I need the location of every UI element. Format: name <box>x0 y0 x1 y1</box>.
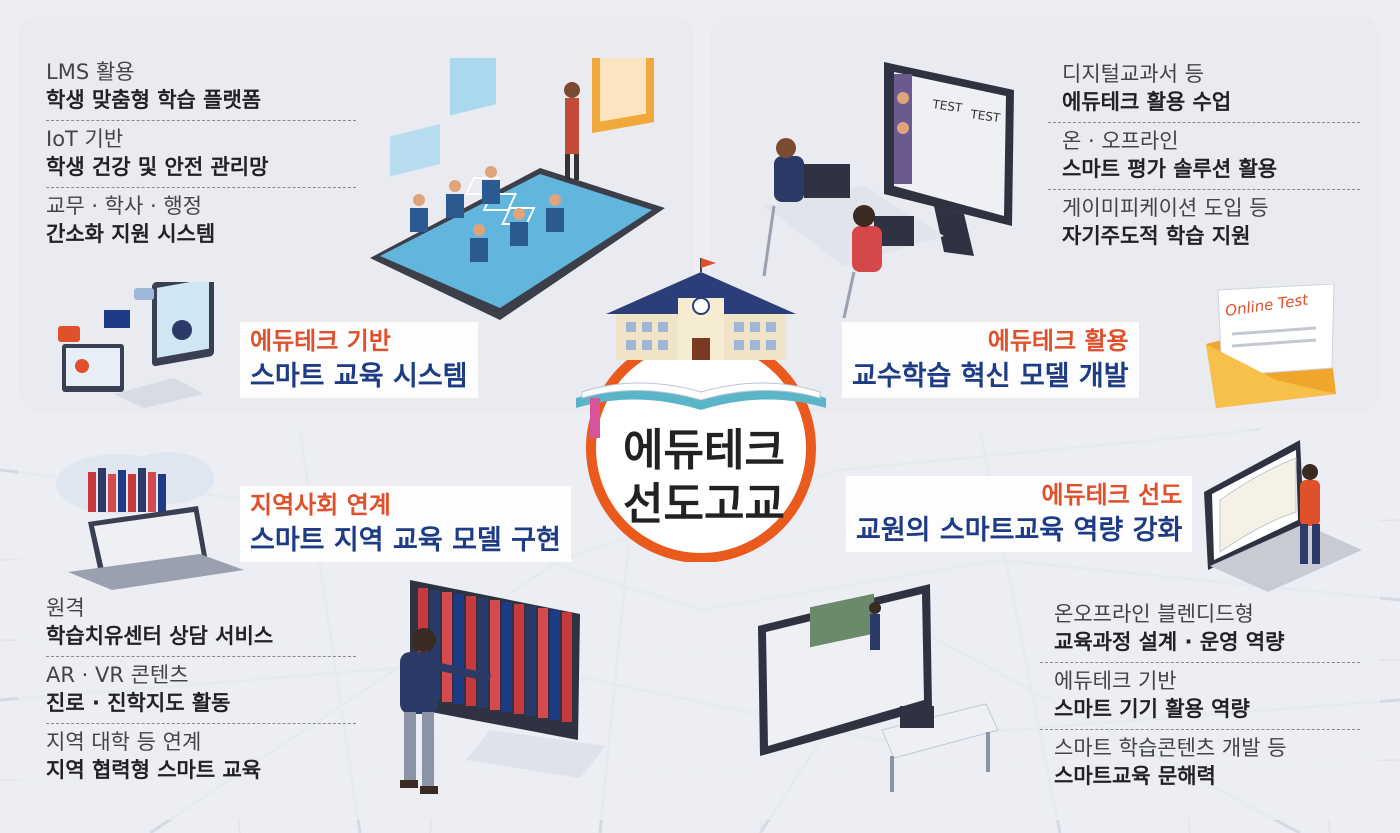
top-left-list: LMS 활용 학생 맞춤형 학습 플랫폼 IoT 기반 학생 건강 및 안전 관… <box>46 54 356 254</box>
title-red: 에듀테크 선도 <box>1041 481 1183 509</box>
item-main: 에듀테크 활용 수업 <box>1062 90 1232 114</box>
title-navy: 스마트 교육 시스템 <box>250 361 468 392</box>
item-sub: 온 · 오프라인 <box>1062 129 1179 153</box>
monitor-test-label-2: TEST <box>969 107 1002 125</box>
bottom-left-title: 지역사회 연계 스마트 지역 교육 모델 구현 <box>240 486 571 562</box>
bookshelf-monitor-icon <box>400 580 606 794</box>
top-right-list: 디지털교과서 등 에듀테크 활용 수업 온 · 오프라인 스마트 평가 솔루션 … <box>1048 56 1360 256</box>
list-item: 원격 학습치유센터 상담 서비스 <box>46 590 356 657</box>
cloud-library-laptop-icon <box>56 452 244 590</box>
center-title: 에듀테크 선도고교 <box>590 424 818 532</box>
title-red: 에듀테크 활용 <box>987 327 1129 355</box>
school-book-emblem-icon <box>576 258 826 562</box>
title-navy: 교원의 스마트교육 역량 강화 <box>856 515 1183 546</box>
bottom-left-list: 원격 학습치유센터 상담 서비스 AR · VR 콘텐츠 진로 · 진학지도 활… <box>46 590 356 790</box>
item-main: 자기주도적 학습 지원 <box>1062 224 1251 248</box>
list-item: 게이미피케이션 도입 등 자기주도적 학습 지원 <box>1048 190 1360 256</box>
tablet-classroom-icon <box>370 58 665 320</box>
list-item: 지역 대학 등 연계 지역 협력형 스마트 교육 <box>46 724 356 790</box>
item-sub: 스마트 학습콘텐츠 개발 등 <box>1054 736 1287 760</box>
title-red: 지역사회 연계 <box>250 491 391 519</box>
list-item: 스마트 학습콘텐츠 개발 등 스마트교육 문해력 <box>1040 730 1360 796</box>
item-main: 학생 건강 및 안전 관리망 <box>46 155 269 179</box>
list-item: 에듀테크 기반 스마트 기기 활용 역량 <box>1040 663 1360 730</box>
item-sub: 디지털교과서 등 <box>1062 62 1204 86</box>
top-right-title: 에듀테크 활용 교수학습 혁신 모델 개발 <box>842 322 1139 398</box>
top-left-title: 에듀테크 기반 스마트 교육 시스템 <box>240 322 478 398</box>
online-test-envelope-icon: Online Test <box>1206 284 1336 408</box>
bottom-right-title: 에듀테크 선도 교원의 스마트교육 역량 강화 <box>846 476 1193 552</box>
item-main: 스마트 평가 솔루션 활용 <box>1062 157 1278 181</box>
title-red: 에듀테크 기반 <box>250 327 391 355</box>
item-sub: AR · VR 콘텐츠 <box>46 663 189 687</box>
item-main: 지역 협력형 스마트 교육 <box>46 758 262 782</box>
item-main: 스마트교육 문해력 <box>1054 764 1216 788</box>
bottom-right-list: 온오프라인 블렌디드형 교육과정 설계 · 운영 역량 에듀테크 기반 스마트 … <box>1040 596 1360 796</box>
center-title-line1: 에듀테크 <box>623 425 785 476</box>
item-sub: 원격 <box>46 596 85 620</box>
list-item: 교무 · 학사 · 행정 간소화 지원 시스템 <box>46 188 356 254</box>
item-sub: 교무 · 학사 · 행정 <box>46 194 202 218</box>
title-navy: 스마트 지역 교육 모델 구현 <box>250 525 561 556</box>
item-main: 간소화 지원 시스템 <box>46 222 216 246</box>
item-sub: 지역 대학 등 연계 <box>46 730 202 754</box>
title-navy: 교수학습 혁신 모델 개발 <box>852 361 1129 392</box>
monitor-test-label-1: TEST <box>931 97 964 115</box>
item-main: 진로 · 진학지도 활동 <box>46 691 231 715</box>
item-sub: 에듀테크 기반 <box>1054 669 1177 693</box>
item-main: 학생 맞춤형 학습 플랫폼 <box>46 88 262 112</box>
item-main: 교육과정 설계 · 운영 역량 <box>1054 630 1285 654</box>
list-item: 디지털교과서 등 에듀테크 활용 수업 <box>1048 56 1360 123</box>
item-sub: 온오프라인 블렌디드형 <box>1054 602 1254 626</box>
center-title-line2: 선도고교 <box>623 479 785 530</box>
list-item: LMS 활용 학생 맞춤형 학습 플랫폼 <box>46 54 356 121</box>
open-book-laptop-icon <box>1204 440 1362 592</box>
test-monitor-icon: TEST TEST <box>762 62 1014 319</box>
list-item: IoT 기반 학생 건강 및 안전 관리망 <box>46 121 356 188</box>
list-item: 온오프라인 블렌디드형 교육과정 설계 · 운영 역량 <box>1040 596 1360 663</box>
board-monitor-icon <box>758 584 999 792</box>
list-item: 온 · 오프라인 스마트 평가 솔루션 활용 <box>1048 123 1360 190</box>
item-main: 학습치유센터 상담 서비스 <box>46 624 274 648</box>
item-sub: LMS 활용 <box>46 60 135 84</box>
video-lecture-icon <box>58 282 214 408</box>
item-sub: IoT 기반 <box>46 127 124 151</box>
item-main: 스마트 기기 활용 역량 <box>1054 697 1250 721</box>
item-sub: 게이미피케이션 도입 등 <box>1062 196 1269 220</box>
list-item: AR · VR 콘텐츠 진로 · 진학지도 활동 <box>46 657 356 724</box>
